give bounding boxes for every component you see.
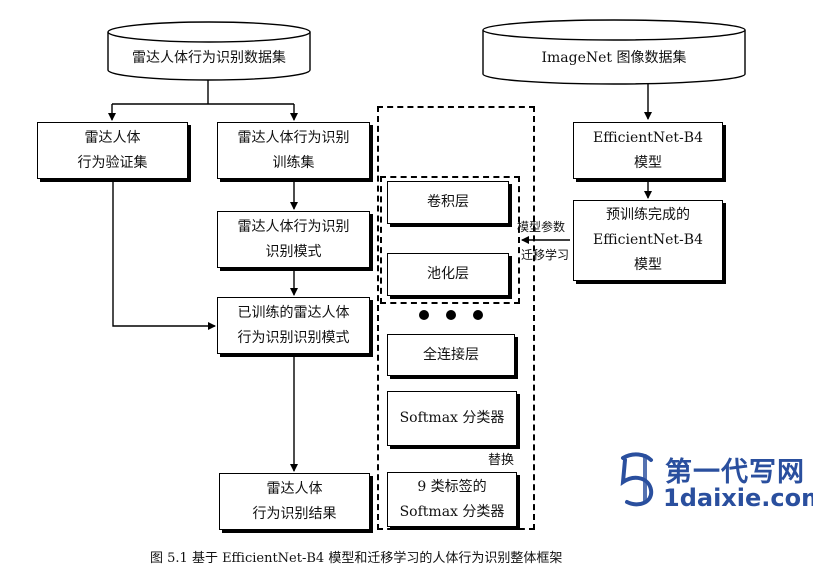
model-line-2: 识别模式 xyxy=(265,243,322,260)
fc-layer-box: 全连接层 xyxy=(387,334,515,376)
validation-line-2: 行为验证集 xyxy=(77,154,148,171)
transfer-label-1: 模型参数 xyxy=(517,220,566,234)
validation-set-box: 雷达人体 行为验证集 xyxy=(37,122,188,179)
validation-line-1: 雷达人体 xyxy=(84,129,141,146)
figure-caption: 图 5.1 基于 EfficientNet-B4 模型和迁移学习的人体行为识别整… xyxy=(150,551,563,566)
ellipsis-dot-2 xyxy=(446,310,456,320)
watermark-domain: 1daixie.com xyxy=(663,484,813,512)
transfer-label-2: 迁移学习 xyxy=(521,248,570,262)
replace-label: 替换 xyxy=(488,453,515,468)
watermark-brand: 第一代写网 xyxy=(665,457,805,488)
radar-dataset-label: 雷达人体行为识别数据集 xyxy=(132,50,286,66)
trained-line-1: 已训练的雷达人体 xyxy=(237,304,350,321)
network-frame xyxy=(377,106,535,530)
effnet-box: EfficientNet-B4 模型 xyxy=(573,122,723,179)
result-line-2: 行为识别结果 xyxy=(252,505,337,522)
pretrained-line-1: 预训练完成的 xyxy=(606,207,690,223)
recognition-model-box: 雷达人体行为识别 识别模式 xyxy=(217,211,370,268)
effnet-line-1: EfficientNet-B4 xyxy=(593,129,703,146)
training-line-1: 雷达人体行为识别 xyxy=(237,129,350,146)
watermark: 第一代写网 1daixie.com xyxy=(615,448,813,518)
new-softmax-line-2: Softmax 分类器 xyxy=(399,503,505,520)
trained-model-box: 已训练的雷达人体 行为识别识别模式 xyxy=(217,297,370,354)
model-line-1: 雷达人体行为识别 xyxy=(237,218,350,235)
radar-dataset-cylinder xyxy=(107,21,311,81)
new-softmax-line-1: 9 类标签的 xyxy=(417,478,487,495)
imagenet-dataset-cylinder xyxy=(482,19,746,85)
conv-layer-box: 卷积层 xyxy=(387,181,509,224)
effnet-line-2: 模型 xyxy=(634,154,662,171)
arrow-validation-to-trained xyxy=(112,180,216,330)
ellipsis-dot-3 xyxy=(473,310,483,320)
new-softmax-box: 9 类标签的 Softmax 分类器 xyxy=(387,472,517,527)
imagenet-dataset-label: ImageNet 图像数据集 xyxy=(541,50,687,66)
result-line-1: 雷达人体 xyxy=(266,480,323,497)
softmax-box: Softmax 分类器 xyxy=(387,391,517,446)
trained-line-2: 行为识别识别模式 xyxy=(237,329,350,346)
pretrained-line-3: 模型 xyxy=(634,257,662,273)
training-set-box: 雷达人体行为识别 训练集 xyxy=(217,122,370,179)
pool-layer-box: 池化层 xyxy=(387,253,509,296)
pretrained-line-2: EfficientNet-B4 xyxy=(593,232,703,248)
transfer-layers-frame xyxy=(380,176,520,304)
pretrained-effnet-box: 预训练完成的 EfficientNet-B4 模型 xyxy=(573,200,723,281)
ellipsis-dot-1 xyxy=(419,310,429,320)
training-line-2: 训练集 xyxy=(272,154,315,171)
recognition-result-box: 雷达人体 行为识别结果 xyxy=(219,473,370,530)
watermark-logo-icon xyxy=(620,452,654,507)
